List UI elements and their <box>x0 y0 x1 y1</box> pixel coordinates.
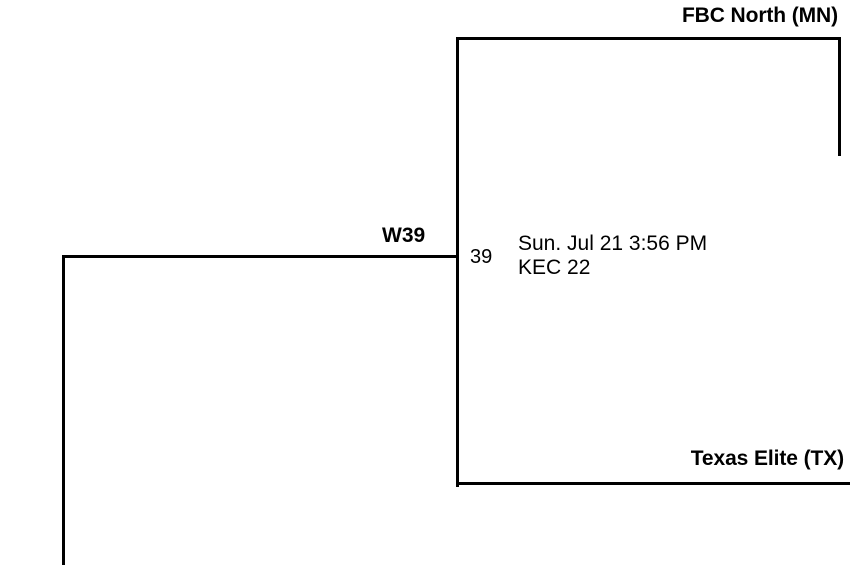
bracket-line-match-vertical <box>456 37 459 487</box>
game-info[interactable]: Sun. Jul 21 3:56 PM KEC 22 <box>518 232 707 279</box>
game-number[interactable]: 39 <box>470 246 493 268</box>
team-label-bottom[interactable]: Texas Elite (TX) <box>690 447 844 470</box>
game-venue: KEC 22 <box>518 255 591 279</box>
team-label-top[interactable]: FBC North (MN) <box>681 4 838 27</box>
winner-slot-label[interactable]: W39 <box>382 224 426 247</box>
bracket-line-feed-vertical <box>62 255 65 565</box>
bracket-line-feed-horizontal <box>62 255 458 258</box>
game-datetime: Sun. Jul 21 3:56 PM <box>518 232 708 255</box>
bracket-line-top-horizontal <box>458 37 841 40</box>
bracket-line-bottom-horizontal <box>456 482 850 485</box>
bracket-line-advance-vertical <box>838 37 841 156</box>
